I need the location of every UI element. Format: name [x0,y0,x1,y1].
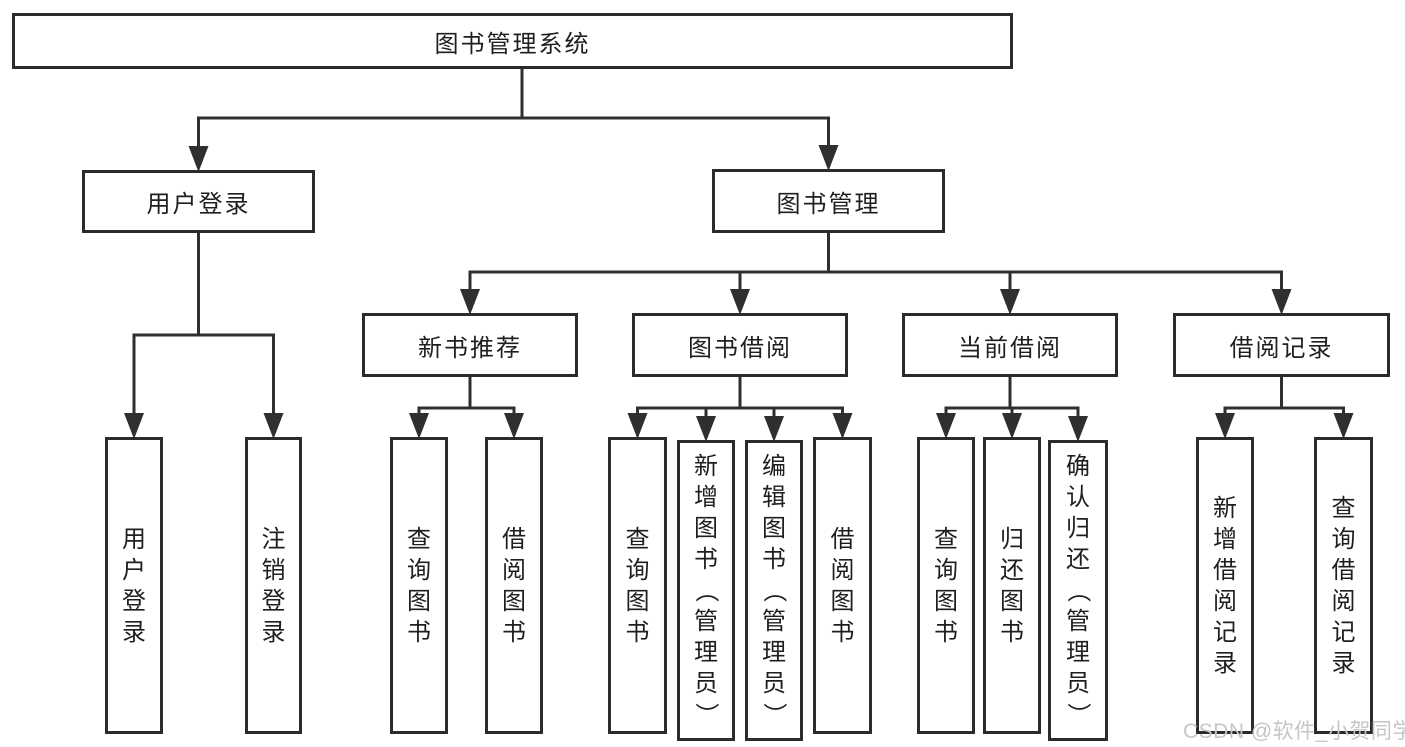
node-leaf-edit-books-admin: 编辑图书（管理员） [745,440,803,741]
node-leaf-query-books-borrow: 查询图书 [608,437,667,734]
node-library-system: 图书管理系统 [12,13,1013,69]
node-user-login: 用户登录 [82,170,315,233]
node-book-management: 图书管理 [712,169,945,233]
node-leaf-borrow-books-recommend: 借阅图书 [485,437,543,734]
node-borrow-records: 借阅记录 [1173,313,1390,377]
arrowhead-icon [1271,289,1292,315]
node-label: 图书借阅 [688,334,792,362]
node-leaf-return-books: 归还图书 [983,437,1041,734]
node-book-borrowing: 图书借阅 [632,313,848,377]
node-label: 图书管理系统 [434,30,591,58]
arrowhead-icon [460,289,480,315]
node-leaf-query-books-current: 查询图书 [917,437,975,734]
node-leaf-confirm-return-admin: 确认归还（管理员） [1048,440,1108,741]
arrowhead-icon [409,413,429,439]
node-label: 借阅图书 [502,525,526,646]
node-label: 查询借阅记录 [1331,494,1356,677]
arrowhead-icon [832,413,853,439]
node-label: 借阅记录 [1229,334,1334,362]
arrowhead-icon [263,413,284,439]
watermark: CSDN @软件_小贺同学 [1183,720,1405,743]
node-new-book-recommend: 新书推荐 [362,313,578,377]
node-label: 新书推荐 [418,334,522,362]
node-label: 用户登录 [146,191,251,218]
node-label: 查询图书 [625,525,650,646]
node-label: 图书管理 [776,190,881,218]
node-label: 当前借阅 [958,334,1062,362]
node-label: 确认归还（管理员） [1064,453,1092,727]
node-leaf-query-books-recommend: 查询图书 [390,437,448,734]
arrowhead-icon [188,146,209,172]
node-label: 用户登录 [122,525,146,646]
arrowhead-icon [504,413,524,439]
node-label: 借阅图书 [830,525,855,646]
node-current-borrowing: 当前借阅 [902,313,1118,377]
node-leaf-add-books-admin: 新增图书（管理员） [677,440,735,741]
arrowhead-icon [1002,413,1022,439]
node-label: 新增图书（管理员） [692,453,720,727]
arrowhead-icon [730,289,750,315]
node-label: 编辑图书（管理员） [760,453,788,727]
node-leaf-user-login: 用户登录 [105,437,163,734]
arrowhead-icon [124,413,144,439]
arrowhead-icon [818,145,839,171]
arrowhead-icon [696,416,716,442]
node-label: 归还图书 [1000,525,1024,646]
node-label: 查询图书 [407,525,431,646]
node-label: 查询图书 [934,525,958,646]
node-label: 新增借阅记录 [1213,494,1237,677]
node-leaf-logout: 注销登录 [245,437,302,734]
arrowhead-icon [936,413,956,439]
arrowhead-icon [1068,416,1088,442]
node-leaf-add-borrow-record: 新增借阅记录 [1196,437,1254,734]
arrowhead-icon [1333,413,1354,439]
node-leaf-query-borrow-record: 查询借阅记录 [1314,437,1373,734]
arrowhead-icon [764,416,784,442]
arrowhead-icon [1215,413,1235,439]
arrowhead-icon [1000,289,1020,315]
node-label: 注销登录 [261,525,286,646]
node-leaf-borrow-books: 借阅图书 [813,437,872,734]
arrowhead-icon [627,413,648,439]
